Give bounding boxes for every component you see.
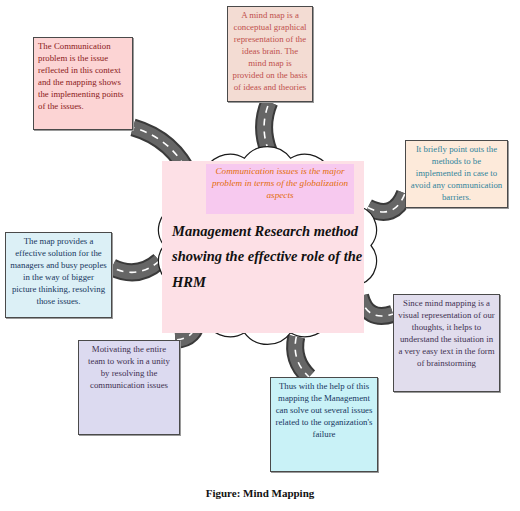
box-text: The map provides a effective solution fo… bbox=[10, 236, 107, 308]
idea-box: Since mind mapping is a visual represent… bbox=[393, 294, 500, 392]
idea-box: It briefly point outs the methods to be … bbox=[405, 140, 508, 208]
road-surface bbox=[295, 337, 309, 377]
box-text: Since mind mapping is a visual represent… bbox=[398, 298, 495, 370]
road-connector bbox=[112, 261, 159, 273]
box-text: Communication issues is the major proble… bbox=[209, 166, 351, 202]
idea-box: A mind map is a conceptual graphical rep… bbox=[227, 6, 313, 102]
road-connector bbox=[295, 337, 309, 377]
box-text: A mind map is a conceptual graphical rep… bbox=[232, 10, 308, 94]
idea-box: Thus with the help of this mapping the M… bbox=[270, 377, 378, 472]
road-edge bbox=[360, 296, 393, 316]
topic-banner: Communication issues is the major proble… bbox=[206, 164, 354, 214]
cloud-panel bbox=[162, 161, 364, 333]
road-edge bbox=[264, 102, 269, 151]
central-title: Management Research method showing the e… bbox=[172, 219, 368, 295]
road-surface bbox=[368, 193, 405, 212]
road-connector bbox=[360, 296, 393, 316]
idea-box: Motivating the entire team to work in a … bbox=[78, 340, 180, 435]
road-surface bbox=[112, 261, 159, 273]
road-connector bbox=[368, 193, 405, 212]
figure-caption: Figure: Mind Mapping bbox=[0, 487, 520, 499]
idea-box: The map provides a effective solution fo… bbox=[5, 232, 112, 318]
box-text: The Communication problem is the issue r… bbox=[38, 41, 128, 113]
road-edge bbox=[112, 261, 159, 273]
road-lane bbox=[112, 261, 159, 273]
road-surface bbox=[360, 296, 393, 316]
box-text: Motivating the entire team to work in a … bbox=[83, 344, 175, 392]
road-edge bbox=[368, 193, 405, 212]
road-connector bbox=[264, 102, 269, 151]
idea-box: The Communication problem is the issue r… bbox=[33, 37, 133, 130]
road-lane bbox=[264, 102, 269, 151]
cloud-shape bbox=[158, 147, 376, 345]
box-text: It briefly point outs the methods to be … bbox=[410, 144, 503, 204]
central-cloud: Management Research method showing the e… bbox=[150, 143, 385, 348]
box-text: Thus with the help of this mapping the M… bbox=[275, 381, 373, 441]
road-lane bbox=[360, 296, 393, 316]
road-lane bbox=[368, 193, 405, 212]
road-edge bbox=[295, 337, 309, 377]
road-surface bbox=[264, 102, 269, 151]
road-lane bbox=[295, 337, 309, 377]
